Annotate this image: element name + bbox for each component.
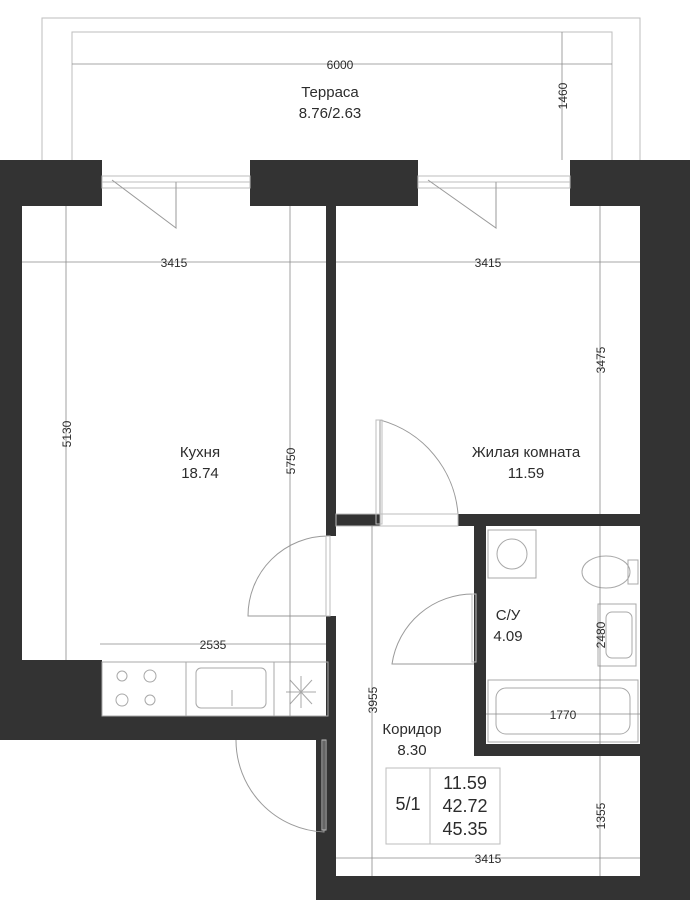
area-summary-box: 5/1 11.59 42.72 45.35	[385, 767, 501, 845]
doors	[235, 419, 477, 833]
walls	[0, 160, 690, 900]
corridor-area: 8.30	[397, 742, 426, 759]
dim-kitchen-height-total: 5750	[284, 447, 298, 474]
terrace-outline	[41, 17, 641, 160]
kitchen-fixtures	[101, 661, 329, 717]
dim-corridor-lower: 1355	[594, 802, 608, 829]
kitchen-area: 18.74	[181, 465, 219, 482]
dim-corridor-width: 3415	[475, 852, 502, 866]
dimension-lines	[22, 32, 640, 876]
corridor-name: Коридор	[382, 721, 441, 738]
dim-corridor-height: 3955	[366, 686, 380, 713]
dim-kitchen-bottom: 2535	[200, 638, 227, 652]
windows	[101, 175, 571, 229]
dim-terrace-depth: 1460	[556, 82, 570, 109]
total-area-value: 42.72	[442, 796, 487, 816]
dim-terrace-width: 6000	[327, 58, 354, 72]
dim-kitchen-height: 5130	[60, 420, 74, 447]
living-room-area: 11.59	[508, 465, 544, 482]
kitchen-name: Кухня	[180, 444, 220, 461]
terrace-area: 8.76/2.63	[299, 105, 362, 122]
dim-living-width: 3415	[475, 256, 502, 270]
floor-number: 5/1	[395, 794, 420, 814]
living-room-name: Жилая комната	[472, 444, 581, 461]
terrace-name: Терраса	[301, 84, 359, 101]
dim-bathroom-width: 1770	[550, 708, 577, 722]
bathroom-name: С/У	[496, 607, 521, 624]
bathroom-area: 4.09	[493, 628, 522, 645]
dim-bathroom-height: 2480	[594, 621, 608, 648]
bathroom-fixtures	[487, 529, 639, 743]
dim-kitchen-width: 3415	[161, 256, 188, 270]
dim-living-height: 3475	[594, 346, 608, 373]
total-with-terrace-value: 45.35	[442, 819, 487, 839]
living-area-value: 11.59	[443, 773, 487, 793]
